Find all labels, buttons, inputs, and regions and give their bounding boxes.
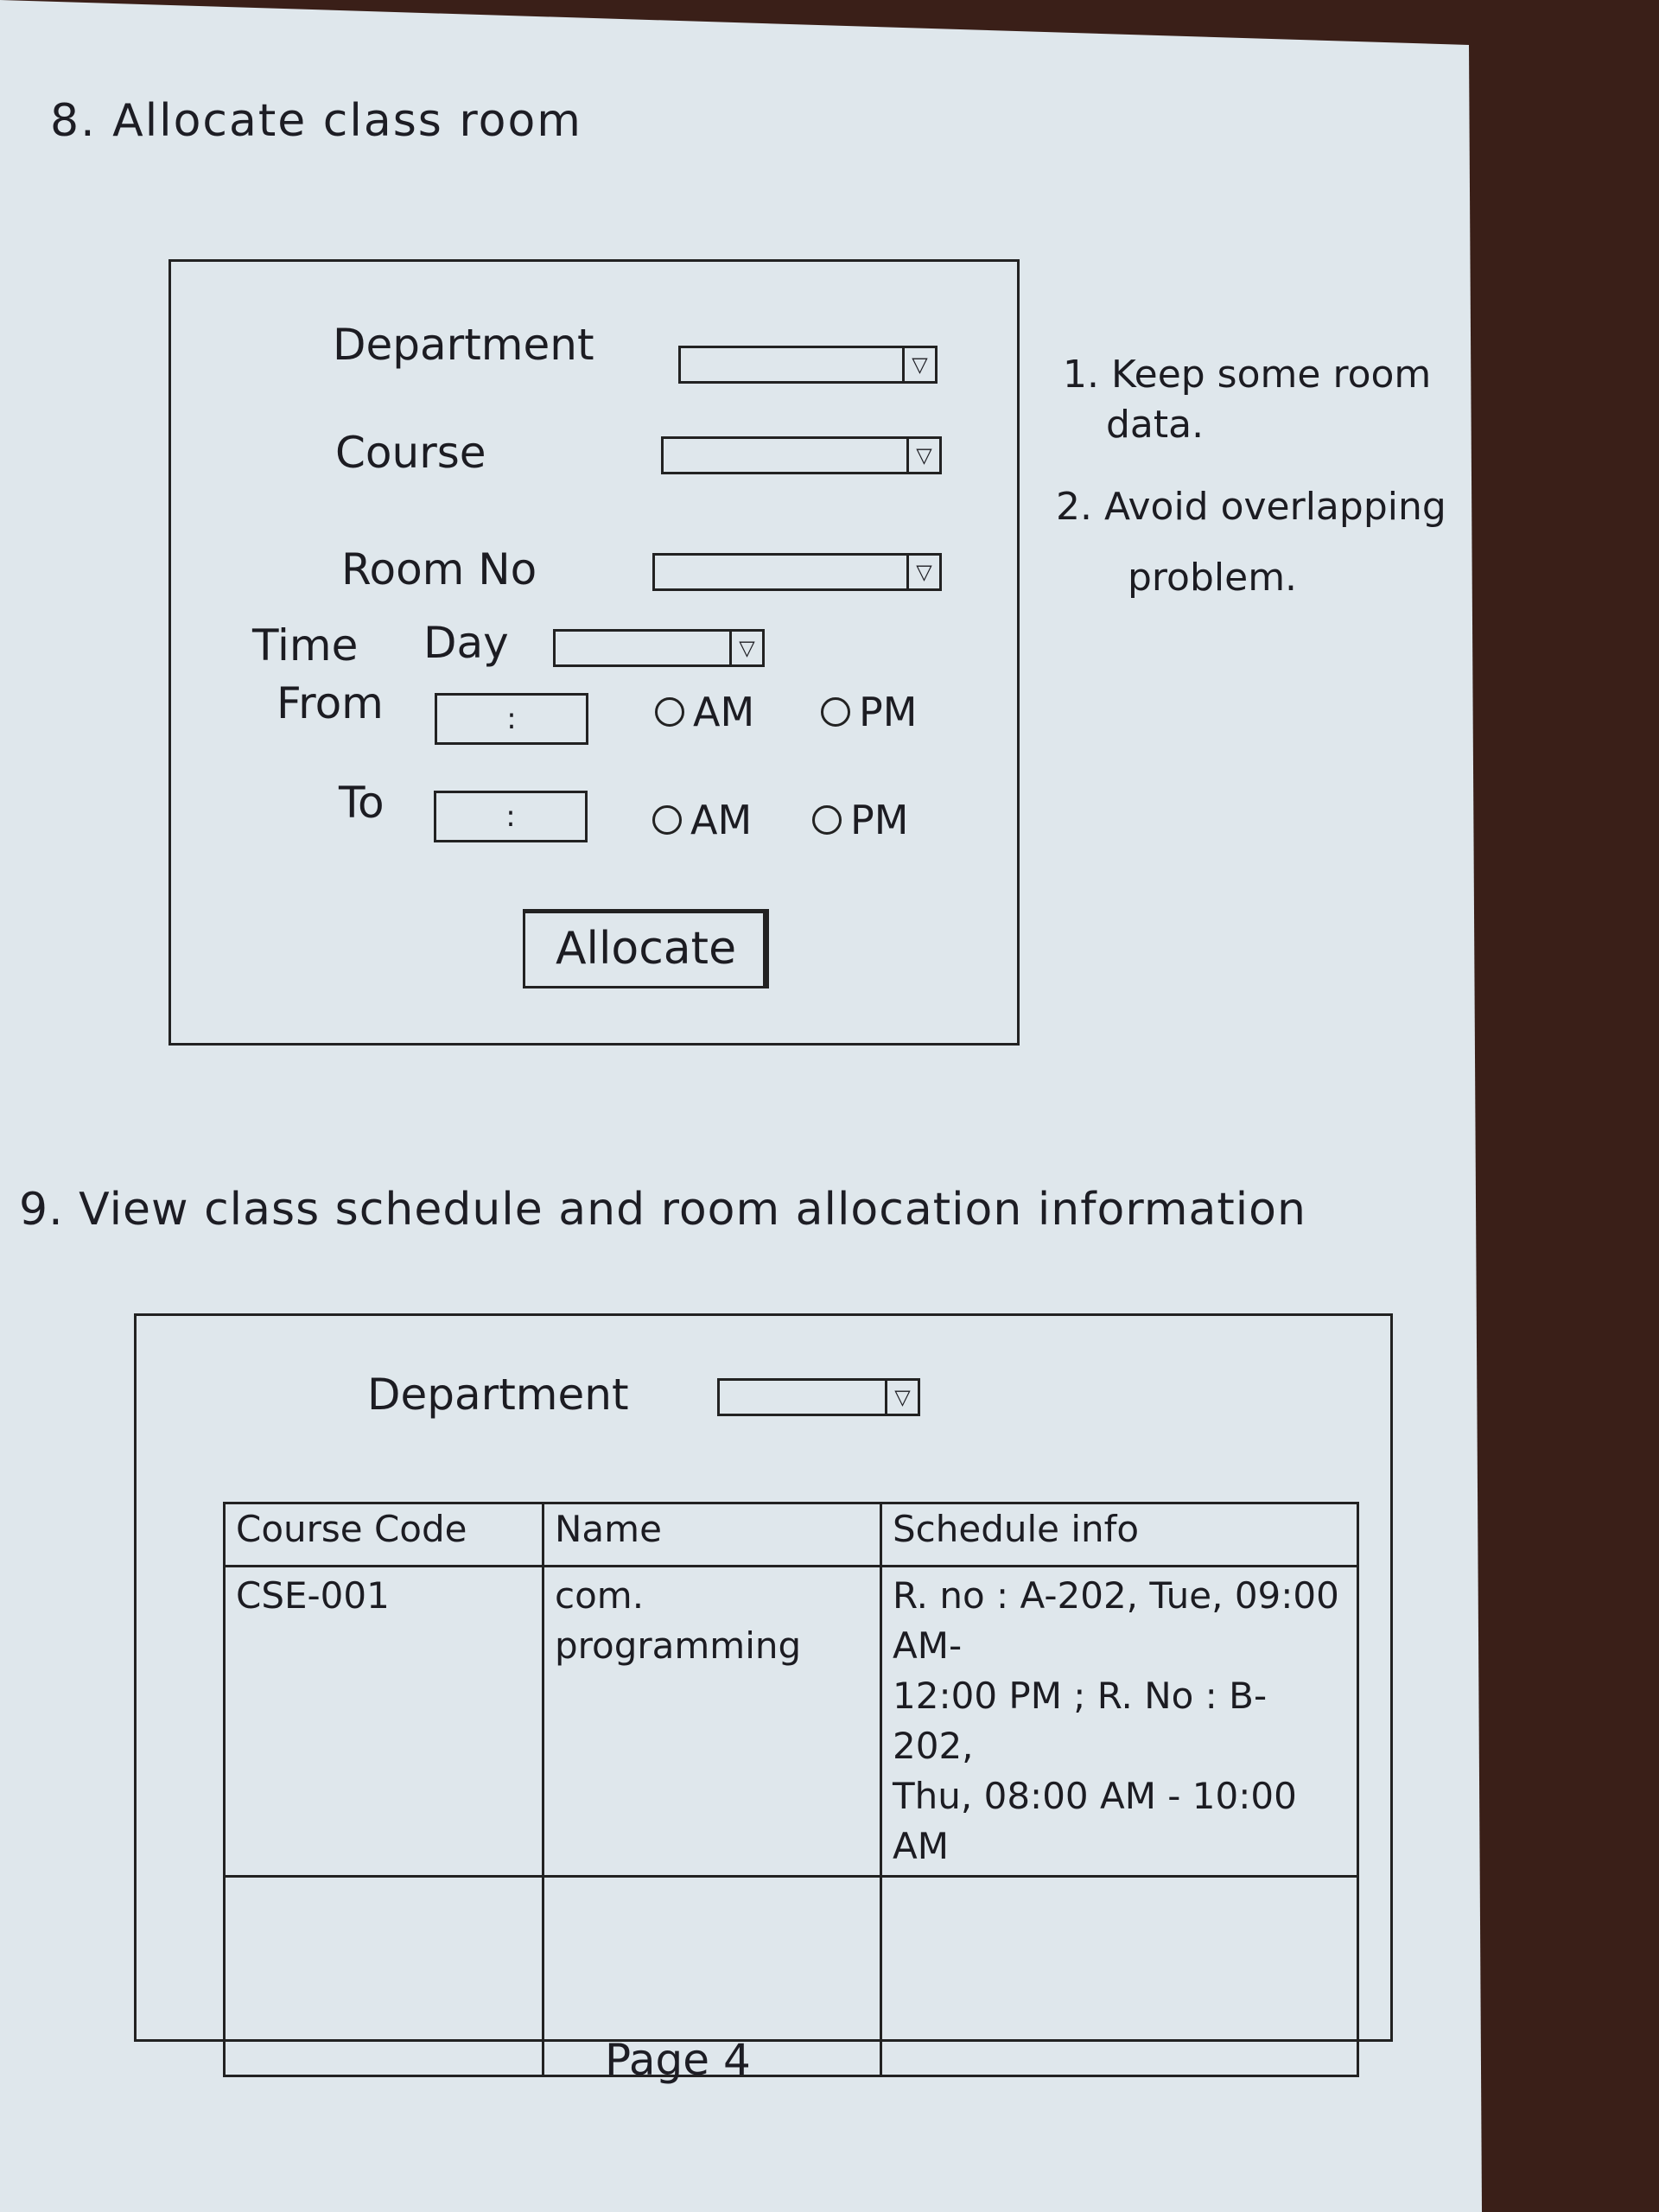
chevron-down-icon: ▽ [902, 348, 935, 381]
to-pm-radio[interactable]: PM [812, 797, 908, 843]
to-label: To [339, 778, 385, 828]
section-8-title: 8. Allocate class room [50, 95, 582, 147]
note-2-line-1: 2. Avoid overlapping [1056, 485, 1446, 529]
from-am-radio[interactable]: AM [655, 689, 754, 735]
course-label: Course [335, 428, 486, 478]
schedule-line: 12:00 PM ; R. No : B-202, [893, 1675, 1268, 1767]
time-label: Time [252, 620, 359, 671]
department-label: Department [333, 320, 594, 370]
page-number: Page 4 [605, 2035, 751, 2085]
department-label: Department [367, 1370, 629, 1420]
schedule-info-cell: R. no : A-202, Tue, 09:00 AM- 12:00 PM ;… [880, 1565, 1359, 1878]
table-row[interactable]: CSE-001 com. programming R. no : A-202, … [223, 1565, 1359, 1878]
chevron-down-icon: ▽ [906, 556, 939, 588]
department-dropdown[interactable]: ▽ [717, 1378, 920, 1416]
course-code-cell [223, 1875, 544, 2077]
allocate-button[interactable]: Allocate [523, 909, 769, 988]
note-2-line-2: problem. [1128, 556, 1298, 600]
course-code-cell: CSE-001 [223, 1565, 544, 1878]
table-header-row: Course Code Name Schedule info [223, 1502, 1359, 1567]
course-name-cell [542, 1875, 882, 2077]
day-dropdown[interactable]: ▽ [553, 629, 765, 667]
header-schedule-info: Schedule info [880, 1502, 1359, 1567]
room-no-label: Room No [341, 544, 537, 594]
from-pm-radio[interactable]: PM [821, 689, 917, 735]
note-1-line-2: data. [1106, 403, 1205, 447]
radio-circle-icon [812, 805, 842, 835]
radio-circle-icon [652, 805, 682, 835]
radio-circle-icon [821, 697, 850, 727]
schedule-info-cell [880, 1875, 1359, 2077]
department-dropdown[interactable]: ▽ [678, 346, 938, 384]
chevron-down-icon: ▽ [906, 439, 939, 472]
schedule-line: Thu, 08:00 AM - 10:00 AM [893, 1775, 1297, 1867]
section-9-title: 9. View class schedule and room allocati… [19, 1184, 1306, 1236]
note-1-line-1: 1. Keep some room [1063, 353, 1432, 397]
schedule-line: R. no : A-202, Tue, 09:00 AM- [893, 1574, 1339, 1667]
to-am-radio[interactable]: AM [652, 797, 752, 843]
course-dropdown[interactable]: ▽ [661, 436, 942, 474]
from-label: From [276, 678, 384, 728]
day-label: Day [423, 618, 509, 668]
table-row[interactable] [223, 1875, 1359, 2077]
radio-circle-icon [655, 697, 684, 727]
chevron-down-icon: ▽ [729, 632, 762, 664]
chevron-down-icon: ▽ [885, 1381, 918, 1414]
allocate-room-form [168, 259, 1020, 1046]
header-course-code: Course Code [223, 1502, 544, 1567]
from-time-input[interactable]: : [435, 693, 588, 745]
header-name: Name [542, 1502, 882, 1567]
to-time-input[interactable]: : [434, 791, 588, 842]
course-name-cell: com. programming [542, 1565, 882, 1878]
room-no-dropdown[interactable]: ▽ [652, 553, 942, 591]
schedule-table: Course Code Name Schedule info CSE-001 c… [223, 1502, 1359, 2077]
